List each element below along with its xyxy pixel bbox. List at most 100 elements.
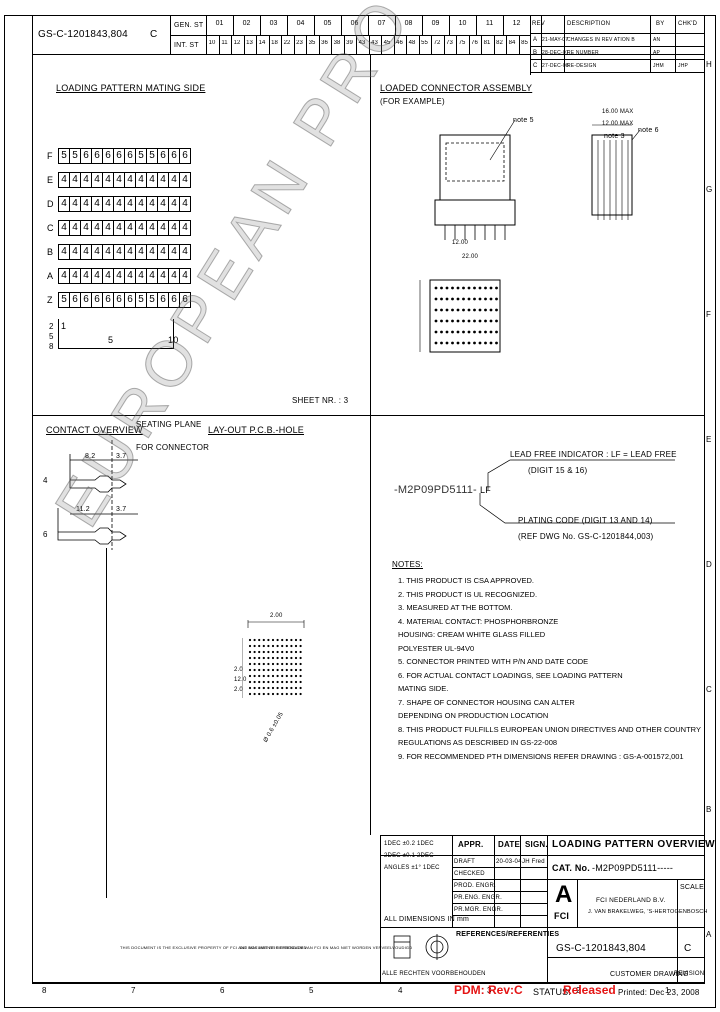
company-name: FCI NEDERLAND B.V. — [596, 897, 666, 904]
pcb-hole — [253, 692, 256, 696]
pcb-hole — [248, 644, 252, 648]
pcb-hole — [258, 644, 261, 648]
pcb-hole — [281, 638, 284, 642]
pin-dot — [473, 330, 476, 334]
divider — [675, 15, 676, 73]
revision-table — [530, 15, 705, 73]
pin-dot — [434, 319, 438, 323]
pcb-hole-layout — [242, 620, 305, 698]
pcb-hole — [285, 644, 288, 648]
lp-side-label-2: 5 — [49, 332, 54, 341]
pin-dot — [434, 297, 438, 301]
col-divider — [422, 15, 423, 35]
pin-dot — [484, 341, 487, 345]
pcb-hole — [276, 644, 279, 648]
col-divider — [406, 35, 407, 55]
divider — [452, 879, 547, 880]
pcb-hole — [294, 656, 298, 660]
lp-cell: 4 — [179, 196, 191, 212]
col-divider — [293, 35, 295, 55]
col-divider — [381, 35, 382, 55]
divider — [530, 33, 705, 34]
assembly-subtitle: (FOR EXAMPLE) — [380, 97, 445, 106]
pcb-hole — [258, 674, 261, 678]
int-st-col: 81 — [483, 40, 491, 46]
zone-letter-d: D — [706, 560, 712, 569]
header-rev: C — [150, 29, 158, 40]
rev-header-chk: CHK'D — [678, 21, 698, 27]
connector-side-view — [591, 124, 640, 220]
note-line: 7. SHAPE OF CONNECTOR HOUSING CAN ALTER — [398, 697, 575, 707]
divider — [541, 15, 542, 73]
lp-side-label-3: 8 — [49, 342, 54, 351]
rev-letter: B — [533, 50, 538, 56]
int-st-col: 55 — [421, 40, 428, 46]
pin-dot — [445, 286, 449, 290]
col-divider — [243, 35, 245, 55]
col-divider — [368, 35, 370, 55]
rev-header-desc: DESCRIPTION — [567, 21, 611, 27]
pin-dot — [495, 286, 498, 290]
note-line: DEPENDING ON PRODUCTION LOCATION — [398, 711, 549, 720]
plating-code-note: PLATING CODE (DIGIT 13 AND 14) — [518, 516, 653, 525]
zone-number: 3 — [487, 986, 492, 995]
pin-dot — [456, 319, 460, 323]
rev-by: AP — [653, 50, 661, 56]
pcb-hole — [294, 674, 298, 678]
pcb-hole — [276, 668, 279, 672]
pin-dot — [484, 308, 487, 312]
divider — [452, 867, 547, 868]
note-line: REGULATIONS AS DESCRIBED IN GS-22-008 — [398, 738, 558, 747]
pcb-hole — [285, 674, 288, 678]
pcb-hole — [253, 662, 256, 666]
note-line: 4. MATERIAL CONTACT: PHOSPHORBRONZE — [398, 616, 559, 626]
pcb-hole — [253, 674, 256, 678]
rev-by: AN — [653, 37, 661, 43]
pcb-hole — [267, 686, 270, 690]
pcb-hole — [290, 692, 293, 696]
pcb-hole — [290, 656, 293, 660]
divider — [494, 835, 495, 927]
checked-row: CHECKED — [454, 871, 485, 877]
pcb-hole — [267, 674, 270, 678]
references-header: REFERENCES/REFERENTIES — [456, 931, 560, 938]
gen-st-col: 04 — [296, 20, 305, 27]
gen-st-col: 05 — [323, 20, 332, 27]
divider — [452, 891, 547, 892]
pcb-hole — [299, 686, 302, 690]
cat-no-label: CAT. No. — [552, 863, 590, 873]
pin-dot — [473, 319, 476, 323]
dim-16max: 16.00 MAX — [602, 109, 634, 115]
gen-st-col: 08 — [404, 20, 413, 27]
pin-dot — [462, 308, 465, 312]
pin-dot — [467, 297, 471, 301]
ref-dwg-note: (REF DWG No. GS-C-1201844,003) — [518, 532, 654, 541]
pcb-hole — [299, 662, 302, 666]
col-divider — [418, 35, 420, 55]
contact-dim-8-2: 8.2 — [85, 453, 96, 460]
pcb-hole — [253, 680, 256, 684]
pin-dot — [495, 341, 498, 345]
note-line: 5. CONNECTOR PRINTED WITH P/N AND DATE C… — [398, 657, 589, 666]
lp-cell: 6 — [179, 148, 191, 164]
pcb-hole — [262, 662, 265, 666]
pin-dot — [489, 286, 493, 290]
pcb-hole — [271, 680, 275, 684]
pcb-hole — [267, 668, 270, 672]
pin-dot — [456, 286, 460, 290]
pin-dot — [467, 319, 471, 323]
zone-letter-a: A — [706, 930, 712, 939]
pin-dot — [462, 319, 465, 323]
pin-dot — [456, 297, 460, 301]
col-divider — [343, 35, 345, 55]
header-doc-number: GS-C-1201843,804 — [38, 29, 128, 40]
pcb-hole — [299, 692, 302, 696]
col-divider — [281, 35, 282, 55]
pcb-hole — [248, 686, 252, 690]
int-st-col: 13 — [246, 40, 253, 46]
pcb-hole — [290, 662, 293, 666]
sheet-number: SHEET NR. : 3 — [292, 396, 349, 405]
pcb-hole — [276, 686, 279, 690]
pcb-hole — [262, 650, 265, 654]
pcb-hole — [271, 656, 275, 660]
